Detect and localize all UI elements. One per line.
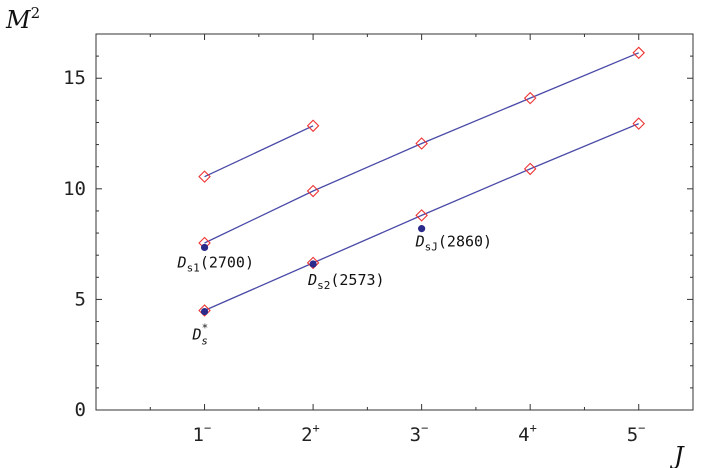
y-axis-title-base: M <box>5 6 32 34</box>
x-axis-title: J <box>669 442 685 468</box>
state-label-base: D <box>177 253 187 271</box>
diamond-marker-2-5 <box>632 46 646 60</box>
diamond-marker-3-3 <box>415 209 428 222</box>
diamond-marker-3-1 <box>198 304 211 317</box>
prediction-markers <box>198 46 646 317</box>
state-label-4: DsJ(2860) <box>415 233 492 254</box>
measured-point-2 <box>200 243 209 252</box>
axis-ticks <box>96 34 693 411</box>
diamond-marker-2-2 <box>306 184 320 198</box>
y-axis-title: M2 <box>5 4 40 34</box>
state-label-mass: (2700) <box>200 253 254 271</box>
state-label-3: Ds2(2573) <box>307 271 384 292</box>
x-tick-label-sup: − <box>204 421 211 435</box>
state-label-mass: (2573) <box>330 271 384 289</box>
x-tick-label-base: 1 <box>193 424 204 446</box>
x-tick-label-sup: − <box>638 421 645 435</box>
x-tick-label-sup: − <box>421 421 428 435</box>
state-label-1: D*s <box>192 322 209 348</box>
state-label-2: Ds1(2700) <box>177 253 254 274</box>
x-tick-label-1: 1− <box>193 421 212 446</box>
state-label-base: D <box>415 233 425 251</box>
x-tick-label-base: 5 <box>627 424 638 446</box>
regge-line-2 <box>204 52 639 244</box>
diamond-marker-3-4 <box>523 162 537 176</box>
regge-line-3 <box>204 123 639 312</box>
y-tick-label-0: 0 <box>75 399 86 421</box>
x-tick-label-base: 3 <box>410 424 421 446</box>
x-tick-label-2: 2+ <box>301 421 320 446</box>
x-tick-label-5: 5− <box>627 421 646 446</box>
state-label-sub: sJ <box>425 241 438 254</box>
plot-frame <box>95 33 694 411</box>
y-axis-title-sup: 2 <box>31 4 41 22</box>
state-label-mass: (2860) <box>438 233 492 251</box>
x-tick-label-base: 4 <box>518 424 529 446</box>
diamond-marker-2-3 <box>415 137 428 150</box>
state-label-sub: s1 <box>187 261 200 274</box>
y-tick-label-5: 5 <box>75 288 86 310</box>
state-label-base: D <box>307 271 317 289</box>
y-tick-label-10: 10 <box>63 178 86 200</box>
diamond-marker-1-2 <box>306 119 320 133</box>
x-tick-label-sup: + <box>313 421 320 435</box>
diamond-marker-3-5 <box>632 117 646 130</box>
regge-lines <box>204 52 639 312</box>
state-label-base: D <box>192 326 202 344</box>
measured-point-4 <box>418 225 426 233</box>
measured-point-1 <box>200 307 209 316</box>
regge-line-1 <box>204 125 314 178</box>
state-label-sup: * <box>202 322 209 335</box>
state-label-sub: s2 <box>317 279 330 292</box>
x-tick-label-base: 2 <box>301 424 312 446</box>
diamond-marker-2-4 <box>523 91 537 105</box>
y-tick-label-15: 15 <box>63 67 86 89</box>
x-tick-label-4: 4+ <box>518 421 537 446</box>
measured-point-3 <box>309 260 317 268</box>
state-label-sub: s <box>201 335 208 348</box>
diamond-marker-1-1 <box>198 170 211 183</box>
x-tick-label-3: 3− <box>410 421 429 446</box>
x-tick-label-sup: + <box>530 421 537 435</box>
diamond-marker-3-2 <box>306 256 320 270</box>
